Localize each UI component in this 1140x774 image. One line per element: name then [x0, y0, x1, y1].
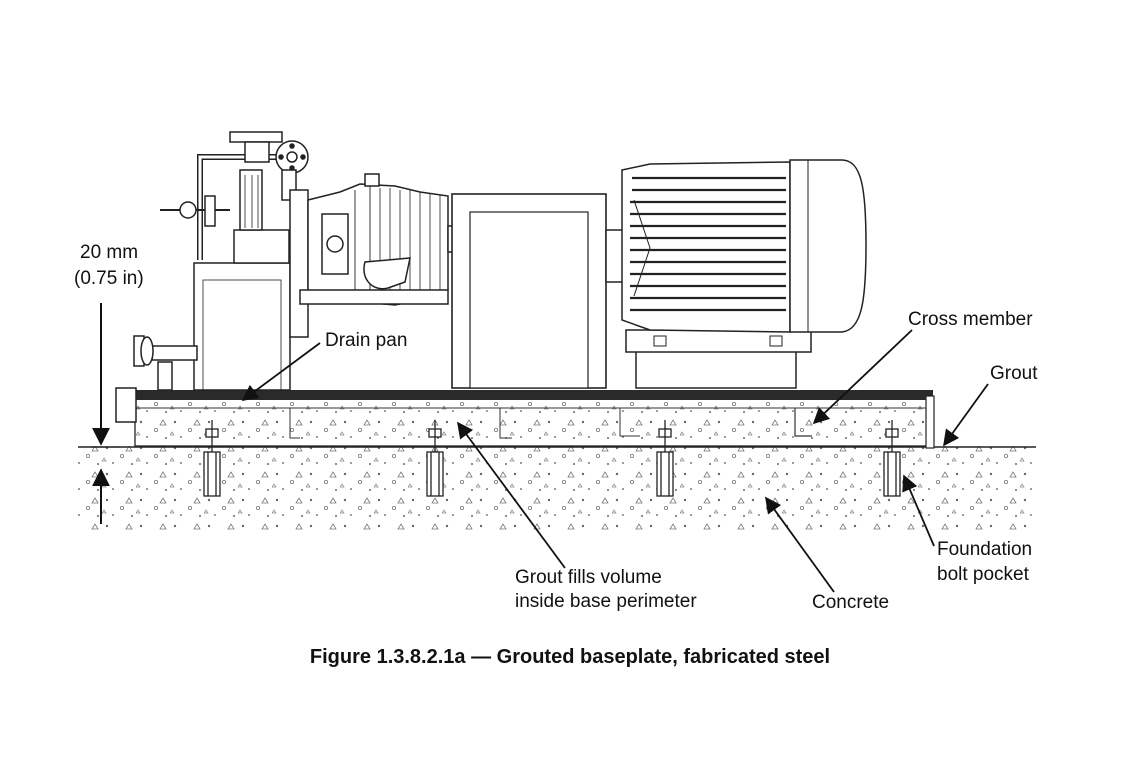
grout-fills-label-line1: Grout fills volume [515, 567, 662, 588]
cross-member-arrow [812, 329, 913, 425]
foundation-bolt-pocket-arrow [902, 474, 935, 547]
concrete-arrow [765, 496, 835, 593]
drain-pan-label: Drain pan [325, 330, 408, 351]
grout-fills-arrow [457, 421, 566, 569]
foundation-bolt-pocket-label-line2: bolt pocket [937, 564, 1029, 585]
dimension-line [90, 303, 120, 524]
dimension-metric-label: 20 mm [80, 242, 139, 263]
figure-caption: Figure 1.3.8.2.1a — Grouted baseplate, f… [309, 646, 831, 668]
pump-icon [133, 131, 457, 391]
drain-pan-arrow [241, 342, 321, 401]
concrete-foundation [78, 446, 1036, 532]
leader-arrows [241, 329, 989, 593]
dimension-imperial-label: (0.75 in) [74, 268, 144, 289]
concrete-label: Concrete [812, 592, 890, 613]
grout-fills-label-line2: inside base perimeter [515, 591, 697, 612]
foundation-bolt-pocket-label-line1: Foundation [937, 539, 1033, 560]
coupling-guard-icon [451, 193, 607, 389]
foundation-bolt-icon [203, 420, 901, 497]
cross-member-label: Cross member [908, 309, 1033, 330]
grout-layer [134, 398, 930, 447]
grout-label: Grout [990, 363, 1038, 384]
motor-icon [605, 159, 867, 389]
grout-arrow [943, 383, 989, 447]
baseplate [115, 387, 935, 449]
